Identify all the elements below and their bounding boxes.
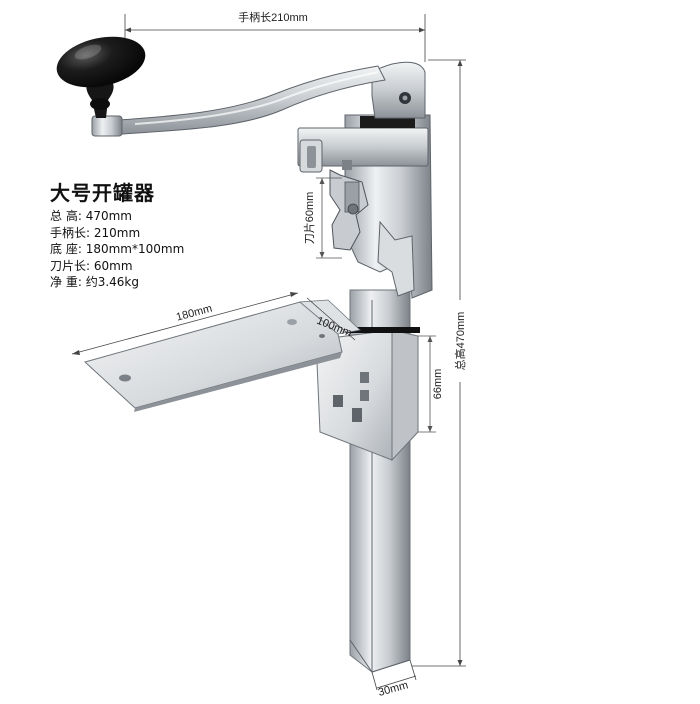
mount-height-label: 66mm [432,369,444,400]
black-knob-icon [56,36,146,118]
head-block [297,114,433,299]
spec-row-blade: 刀片长: 60mm [50,258,133,273]
mounting-bracket [315,327,420,462]
dim-total-height: 总高470mm [412,59,469,667]
dim-handle-length: 手柄长210mm [124,10,426,62]
dim-blade-length: 刀片60mm [303,177,342,259]
base-length-label: 180mm [175,303,214,324]
handle-length-label: 手柄长210mm [238,10,308,24]
base-plate [84,299,361,412]
total-height-label: 总高470mm [453,312,467,371]
shaft-width-label: 30mm [377,679,410,699]
spec-row-handle: 手柄长: 210mm [50,225,141,240]
spec-row-height: 总 高: 470mm [50,209,132,223]
spec-row-base: 底 座: 180mm*100mm [50,242,185,256]
blade-length-label: 刀片60mm [303,192,316,245]
spec-list: 总 高: 470mm 手柄长: 210mm 底 座: 180mm*100mm 刀… [50,208,184,291]
crank-handle [91,61,426,137]
dim-mount-height: 66mm [418,335,444,433]
spec-row-weight: 净 重: 约3.46kg [50,275,139,289]
product-title: 大号开罐器 [50,181,155,205]
